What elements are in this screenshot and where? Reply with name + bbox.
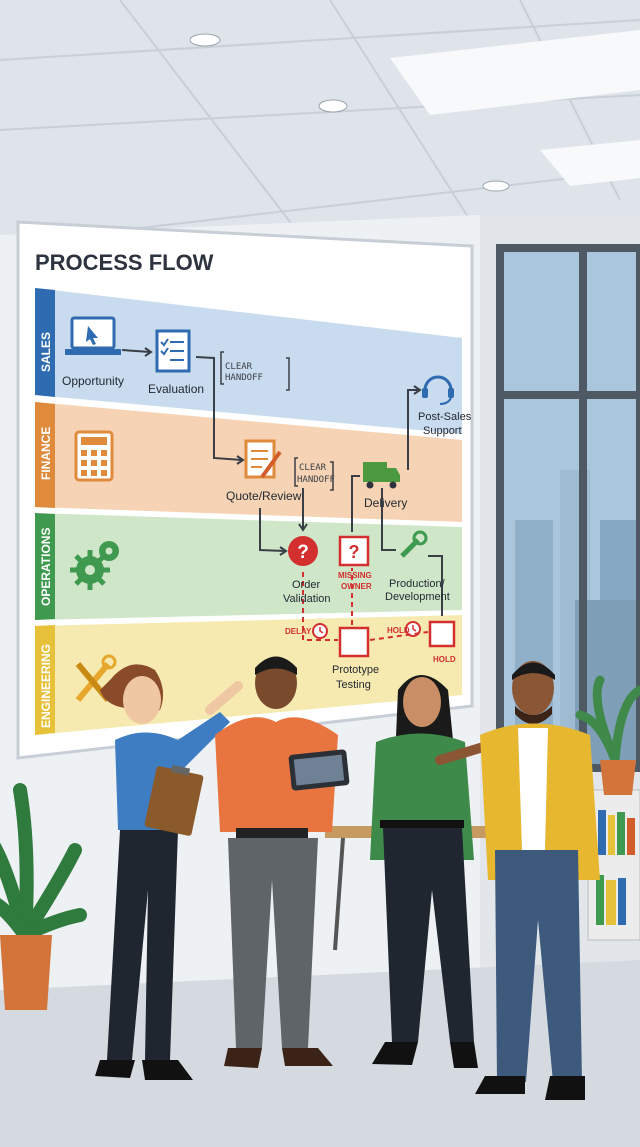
plant-right — [575, 675, 640, 795]
calculator-icon — [74, 430, 114, 482]
checklist-icon — [155, 329, 191, 373]
note-hold: HOLD — [387, 626, 410, 635]
lane-label-finance: FINANCE — [39, 427, 53, 480]
hold-box — [428, 620, 456, 648]
step-prototype: Prototype — [332, 664, 379, 676]
truck-icon — [363, 462, 400, 489]
laptop-icon — [65, 316, 121, 355]
step-order: Order — [292, 579, 320, 591]
clock-icon — [405, 621, 421, 637]
ceiling-light-panel — [390, 30, 640, 115]
clock-icon — [312, 623, 328, 639]
document-edit-icon — [244, 439, 282, 479]
note-handoff: HANDOFF — [297, 475, 335, 485]
step-development: Development — [385, 591, 450, 603]
process-board: PROCESS FLOW SALES FINANCE OPERATIONS EN… — [16, 220, 474, 760]
headset-icon — [422, 375, 454, 405]
ceiling-spotlight — [318, 99, 348, 113]
ceiling-spotlight — [189, 33, 221, 47]
wrench-icon — [400, 530, 428, 558]
step-production: Production/ — [389, 578, 446, 590]
question-box-icon: ? — [338, 535, 370, 567]
lane-label-engineering: ENGINEERING — [39, 644, 53, 728]
step-support: Support — [423, 425, 462, 437]
lane-label-operations: OPERATIONS — [39, 528, 53, 606]
plant-left — [0, 783, 87, 1010]
clipboard-icon — [144, 764, 204, 836]
ceiling-spotlight — [482, 180, 510, 192]
step-validation: Validation — [283, 593, 331, 605]
step-opportunity: Opportunity — [62, 374, 124, 388]
lane-label-sales: SALES — [39, 332, 53, 372]
board-title: PROCESS FLOW — [35, 250, 214, 275]
flow-arrows — [121, 347, 443, 616]
person-man-center — [215, 656, 350, 1068]
step-quote-review: Quote/Review — [226, 489, 302, 503]
step-evaluation: Evaluation — [148, 382, 204, 396]
person-woman-right — [370, 675, 478, 1068]
note-owner: OWNER — [341, 582, 372, 591]
lane-sales: SALES — [35, 288, 462, 434]
note-delay: DELAY — [285, 627, 312, 636]
ceiling — [0, 0, 640, 235]
ceiling-light-panel — [540, 140, 640, 186]
note-missing: MISSING — [338, 571, 372, 580]
step-delivery: Delivery — [364, 496, 407, 510]
note-clear: CLEAR — [225, 362, 253, 372]
question-icon: ? — [288, 536, 318, 566]
handoff-brackets — [220, 351, 334, 491]
step-testing: Testing — [336, 679, 371, 691]
tablet-icon — [288, 749, 350, 791]
svg-text:?: ? — [297, 542, 309, 563]
gears-icon — [70, 541, 119, 590]
ceiling-grid — [0, 0, 640, 236]
person-woman-left — [95, 664, 243, 1080]
issue-arrows — [302, 568, 429, 641]
prototype-box — [338, 626, 370, 658]
step-post-sales: Post-Sales — [418, 411, 472, 423]
note-clear: CLEAR — [299, 463, 327, 473]
svg-text:?: ? — [349, 542, 360, 562]
person-man-right — [435, 661, 600, 1100]
note-handoff: HANDOFF — [225, 373, 263, 383]
note-hold: HOLD — [433, 655, 456, 664]
